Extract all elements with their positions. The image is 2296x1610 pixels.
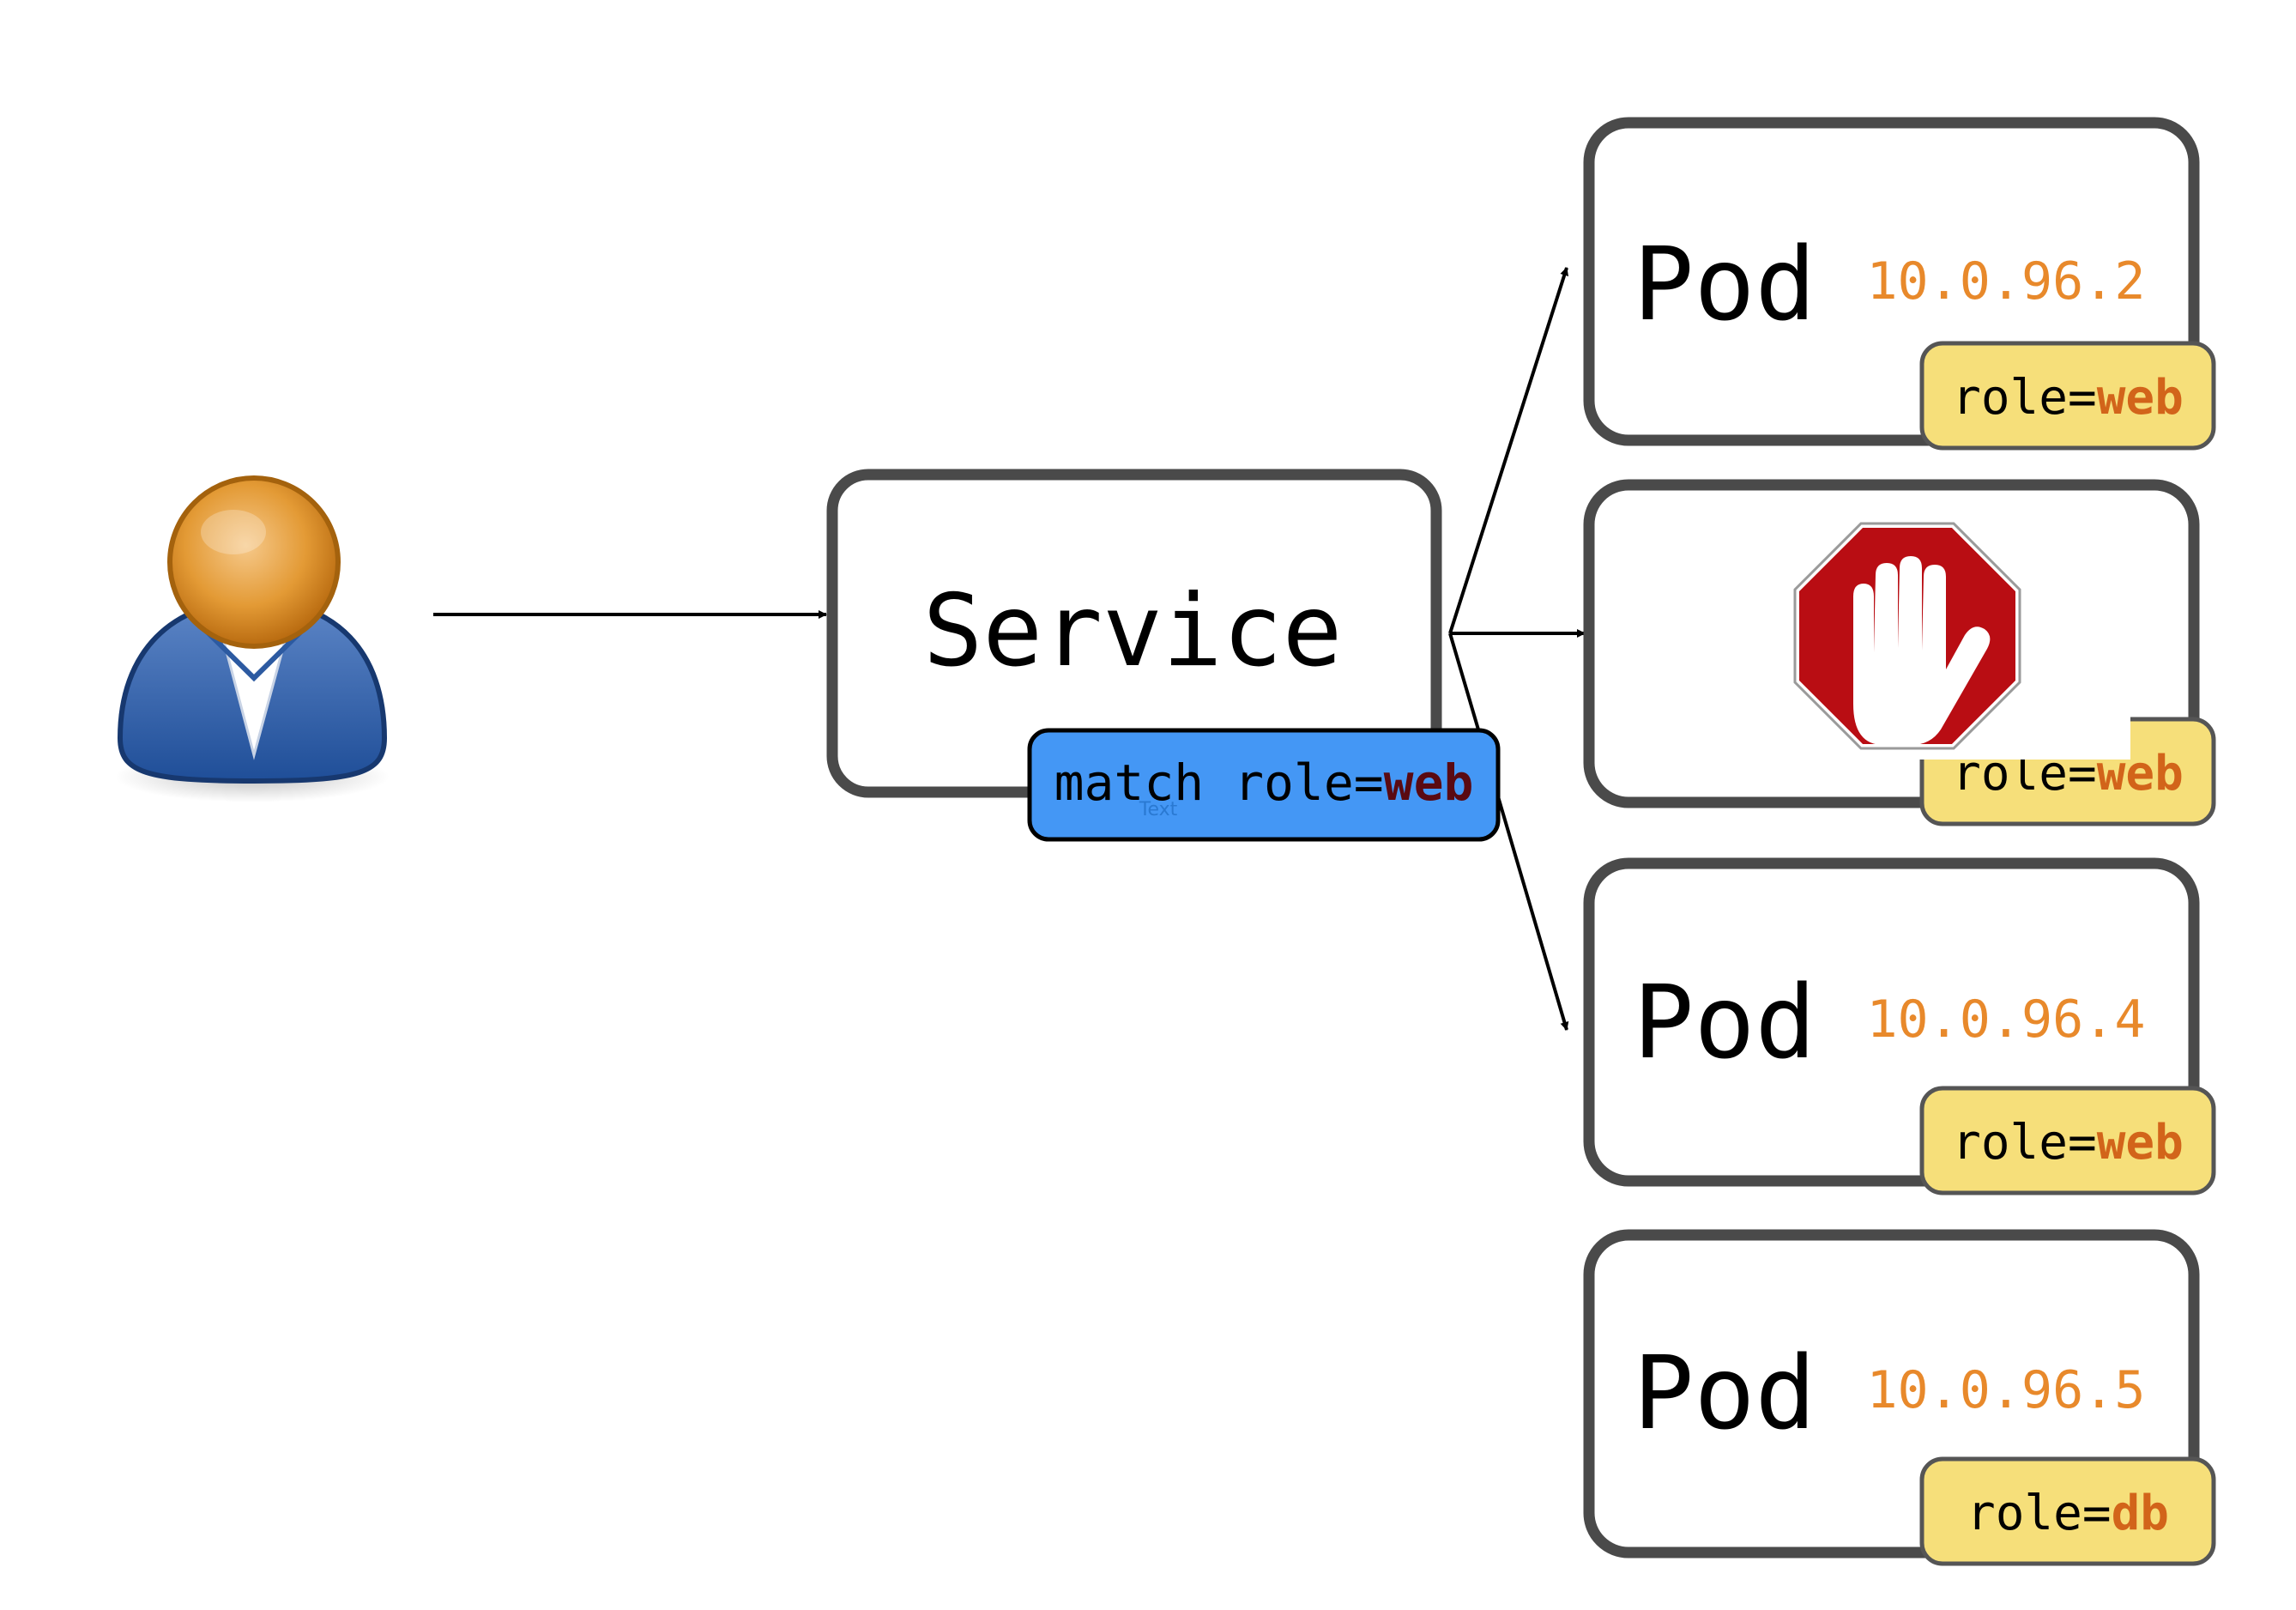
pod-ip: 10.0.96.4 (1866, 990, 2145, 1050)
service-selector-badge: match role=web Text (1027, 728, 1501, 842)
service-node: Service match role=web Text (826, 469, 1501, 842)
pod-4: Pod 10.0.96.5 role=db (1583, 1229, 2216, 1566)
pod-3: Pod 10.0.96.4 role=web (1583, 857, 2216, 1195)
pod-tag-box (1919, 1086, 2216, 1195)
service-to-pod-1-arrow (1448, 267, 1569, 634)
pod-tag-key: role= (1967, 1486, 2112, 1541)
selector-value: web (1384, 754, 1474, 812)
pod-tag-value: db (2112, 1486, 2169, 1541)
pod-1: Pod 10.0.96.2 role=web (1583, 117, 2216, 451)
user-icon (115, 475, 390, 802)
selector-badge-text: match role=web (1054, 754, 1474, 812)
pod-ip: 10.0.96.5 (1866, 1360, 2145, 1420)
stop-hand-icon (1763, 515, 2130, 760)
pod-tag-key: role= (1952, 1115, 2097, 1171)
selector-prefix: match role= (1054, 754, 1384, 812)
selector-badge-box (1027, 728, 1501, 842)
pod-tag-value: web (2097, 1115, 2184, 1171)
service-to-pod-3-arrow (1448, 632, 1569, 1031)
connectors (433, 267, 1586, 1031)
pod-tag: role=web (1952, 370, 2184, 426)
pod-label: Pod (1633, 225, 1816, 343)
pod-ip: 10.0.96.2 (1866, 251, 2145, 312)
pod-label: Pod (1633, 963, 1816, 1081)
selector-faint-text: Text (1139, 799, 1178, 820)
pod-tag-value: web (2097, 370, 2184, 426)
pod-tag: role=db (1967, 1486, 2169, 1541)
pod-2: role=web (1583, 479, 2216, 826)
pod-tag-box (1919, 341, 2216, 451)
pod-label: Pod (1633, 1334, 1816, 1452)
service-label: Service (923, 573, 1343, 689)
pod-tag: role=web (1952, 1115, 2184, 1171)
pod-tag-key: role= (1952, 370, 2097, 426)
pod-tag-box (1919, 1456, 2216, 1566)
